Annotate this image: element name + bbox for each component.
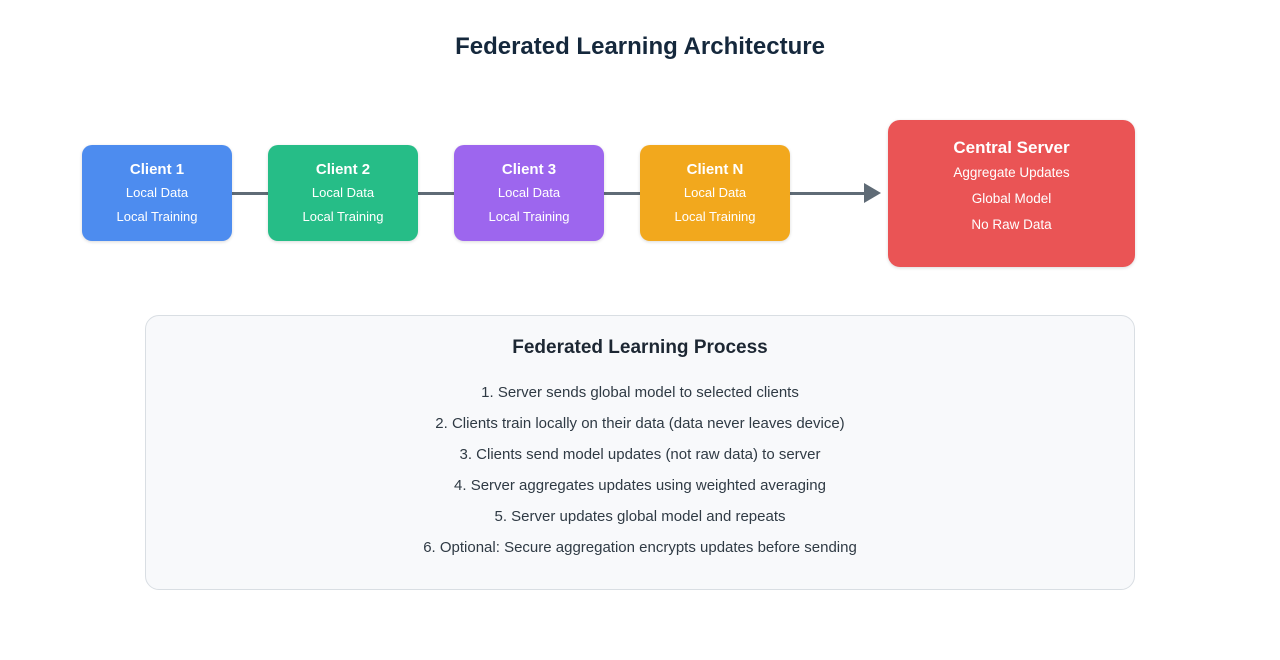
server-global-model-label: Global Model xyxy=(971,191,1052,206)
client-n-title: Client N xyxy=(686,161,744,178)
process-step-3: 3. Clients send model updates (not raw d… xyxy=(459,446,821,463)
client-2-local-training-label: Local Training xyxy=(302,209,384,224)
client-2-local-data-label: Local Data xyxy=(311,185,375,200)
client-n-local-data-label: Local Data xyxy=(683,185,747,200)
client-1-local-data-label: Local Data xyxy=(125,185,189,200)
client-1-local-training-label: Local Training xyxy=(116,209,198,224)
central-server-node: Central Server Aggregate Updates Global … xyxy=(888,120,1135,267)
process-step-1: 1. Server sends global model to selected… xyxy=(481,384,799,401)
central-server-title: Central Server xyxy=(953,138,1070,157)
client-3-local-training-label: Local Training xyxy=(488,209,570,224)
client-n-local-training-label: Local Training xyxy=(674,209,756,224)
server-aggregate-updates-label: Aggregate Updates xyxy=(953,165,1070,180)
client-1-title: Client 1 xyxy=(129,161,185,178)
process-step-5: 5. Server updates global model and repea… xyxy=(494,508,786,525)
client-3-local-data-label: Local Data xyxy=(497,185,561,200)
process-step-4: 4. Server aggregates updates using weigh… xyxy=(454,477,826,494)
flow-row: Client 1 Local Data Local Training Clien… xyxy=(0,120,1280,267)
process-step-6: 6. Optional: Secure aggregation encrypts… xyxy=(423,539,857,556)
process-steps-list: 1. Server sends global model to selected… xyxy=(146,377,1134,563)
client-2-node: Client 2 Local Data Local Training xyxy=(268,145,418,241)
client-3-title: Client 3 xyxy=(501,161,557,178)
process-step-2: 2. Clients train locally on their data (… xyxy=(435,415,845,432)
client-n-node: Client N Local Data Local Training xyxy=(640,145,790,241)
client-2-title: Client 2 xyxy=(315,161,371,178)
flow-arrow-head-icon xyxy=(864,183,881,203)
client-3-node: Client 3 Local Data Local Training xyxy=(454,145,604,241)
diagram-title: Federated Learning Architecture xyxy=(455,33,825,60)
process-panel: Federated Learning Process 1. Server sen… xyxy=(145,315,1135,590)
client-1-node: Client 1 Local Data Local Training xyxy=(82,145,232,241)
process-panel-title: Federated Learning Process xyxy=(512,337,768,358)
server-no-raw-data-label: No Raw Data xyxy=(971,217,1052,232)
